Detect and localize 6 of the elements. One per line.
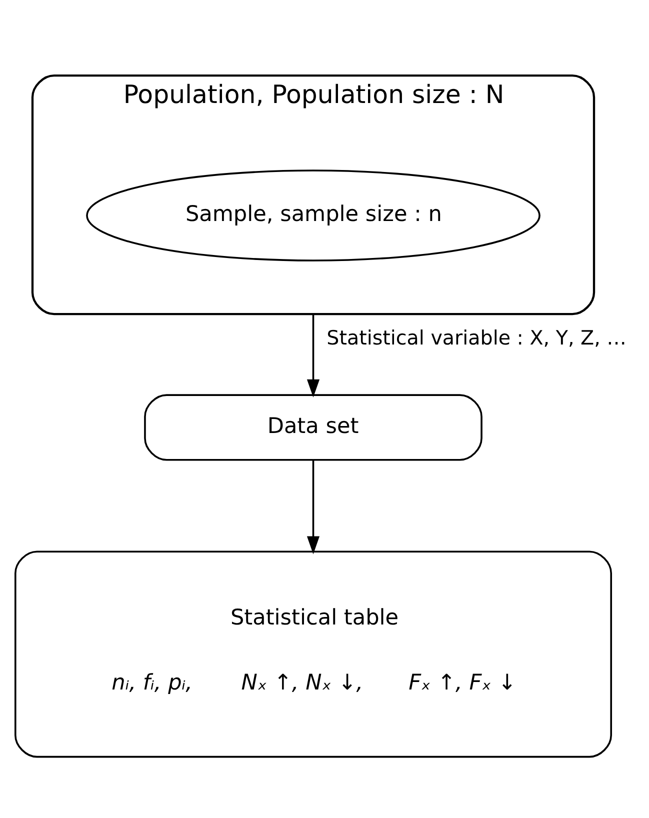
node-ellipse: Sample, sample size : n bbox=[86, 170, 540, 262]
edge-label: Statistical variable : X, Y, Z, … bbox=[326, 326, 626, 350]
node-box: Data set bbox=[144, 394, 482, 461]
arrow bbox=[306, 460, 320, 554]
node-box: Statistical table nᵢ, fᵢ, pᵢ, Nₓ ↑, Nₓ ↓, Fₓ ↑, Fₓ ↓ bbox=[14, 550, 612, 758]
arrow bbox=[306, 314, 320, 398]
